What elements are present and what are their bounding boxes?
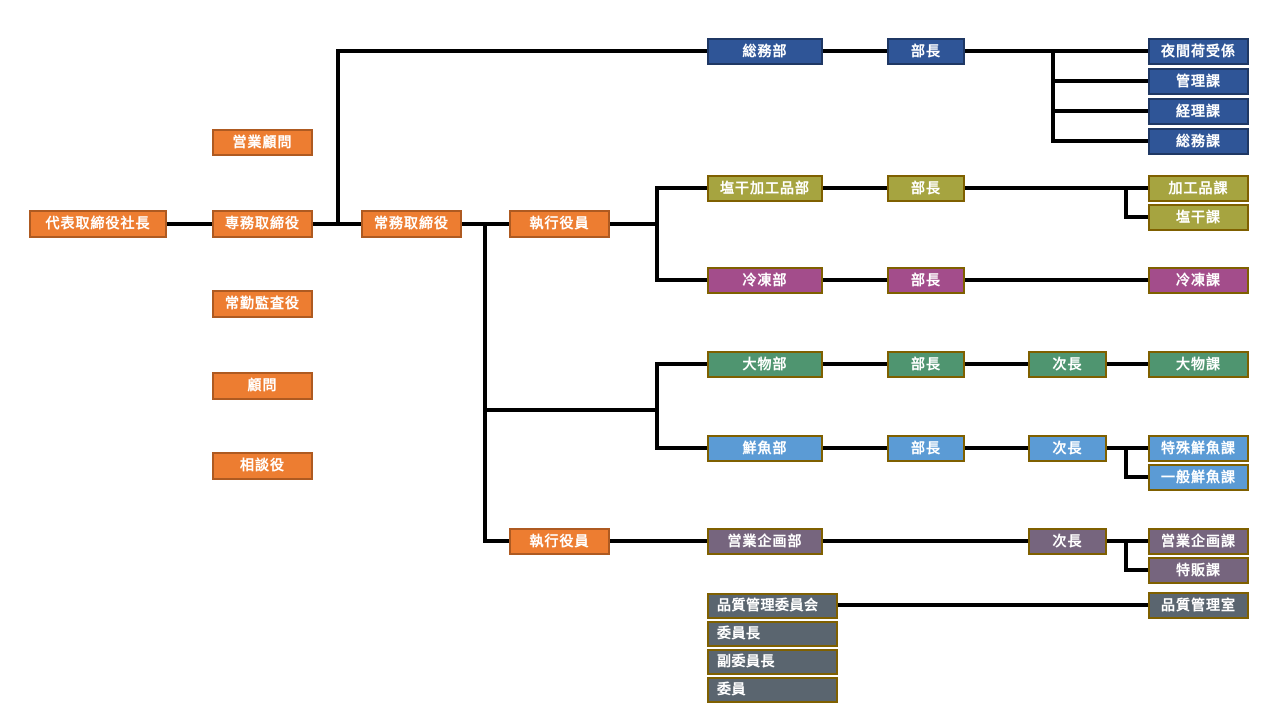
node-special-fresh-fish-section: 特殊鮮魚課: [1148, 435, 1249, 462]
node-counselor: 相談役: [212, 452, 313, 480]
connector-line: [1124, 186, 1128, 219]
connector-line: [483, 222, 487, 543]
connector-line: [1051, 79, 1148, 83]
connector-line: [965, 186, 1148, 190]
connector-line: [655, 186, 659, 282]
connector-line: [483, 539, 509, 543]
connector-line: [965, 446, 1028, 450]
connector-line: [823, 362, 887, 366]
connector-line: [655, 186, 707, 190]
connector-line: [336, 49, 707, 53]
node-large-items-dept: 大物部: [707, 351, 823, 378]
node-frozen-section: 冷凍課: [1148, 267, 1249, 294]
node-president: 代表取締役社長: [29, 210, 167, 238]
node-salted-dried-manager: 部長: [887, 175, 965, 202]
node-general-fresh-fish-section: 一般鮮魚課: [1148, 464, 1249, 491]
connector-line: [1051, 139, 1148, 143]
node-managing-director: 常務取締役: [361, 210, 462, 238]
node-special-sales-section: 特販課: [1148, 557, 1249, 584]
node-large-items-deputy: 次長: [1028, 351, 1107, 378]
connector-line: [655, 362, 707, 366]
connector-line: [1124, 539, 1128, 572]
node-night-receiving-section: 夜間荷受係: [1148, 38, 1249, 65]
node-fresh-fish-dept: 鮮魚部: [707, 435, 823, 462]
node-committee-members: 委員: [707, 677, 838, 703]
node-general-affairs-dept: 総務部: [707, 38, 823, 65]
node-fresh-fish-manager: 部長: [887, 435, 965, 462]
connector-line: [655, 362, 659, 450]
node-sales-planning-section: 営業企画課: [1148, 528, 1249, 555]
node-committee-chair: 委員長: [707, 621, 838, 647]
connector-line: [483, 408, 657, 412]
node-advisor: 顧問: [212, 372, 313, 400]
node-processed-goods-section: 加工品課: [1148, 175, 1249, 202]
connector-line: [610, 539, 707, 543]
connector-line: [823, 186, 887, 190]
node-sales-planning-dept: 営業企画部: [707, 528, 823, 555]
node-accounting-section: 経理課: [1148, 98, 1249, 125]
connector-line: [655, 446, 707, 450]
node-fresh-fish-deputy: 次長: [1028, 435, 1107, 462]
connector-line: [1124, 446, 1128, 479]
connector-line: [1051, 109, 1148, 113]
connector-line: [167, 222, 212, 226]
node-admin-section: 管理課: [1148, 68, 1249, 95]
node-large-items-section: 大物課: [1148, 351, 1249, 378]
connector-line: [1124, 475, 1148, 479]
connector-line: [965, 362, 1028, 366]
node-large-items-manager: 部長: [887, 351, 965, 378]
connector-line: [1124, 215, 1148, 219]
node-executive-officer-2: 執行役員: [509, 528, 610, 555]
node-salted-dried-section: 塩干課: [1148, 204, 1249, 231]
node-committee-vice-chair: 副委員長: [707, 649, 838, 675]
node-general-affairs-section: 総務課: [1148, 128, 1249, 155]
connector-line: [336, 49, 340, 226]
connector-line: [1051, 49, 1055, 143]
connector-line: [838, 603, 1148, 607]
node-quality-committee: 品質管理委員会: [707, 593, 838, 619]
connector-line: [655, 278, 707, 282]
node-sales-planning-deputy: 次長: [1028, 528, 1107, 555]
connector-line: [823, 539, 1028, 543]
connector-line: [610, 222, 657, 226]
node-senior-managing-director: 専務取締役: [212, 210, 313, 238]
node-sales-advisor: 営業顧問: [212, 129, 313, 156]
connector-line: [1124, 568, 1148, 572]
node-frozen-dept: 冷凍部: [707, 267, 823, 294]
node-salted-dried-dept: 塩干加工品部: [707, 175, 823, 202]
connector-line: [1107, 362, 1148, 366]
connector-line: [965, 278, 1148, 282]
connector-line: [965, 49, 1148, 53]
connector-line: [823, 446, 887, 450]
node-executive-officer-1: 執行役員: [509, 210, 610, 238]
node-standing-auditor: 常勤監査役: [212, 290, 313, 318]
node-quality-office: 品質管理室: [1148, 592, 1249, 619]
connector-line: [823, 278, 887, 282]
connector-line: [823, 49, 887, 53]
node-general-affairs-manager: 部長: [887, 38, 965, 65]
node-frozen-manager: 部長: [887, 267, 965, 294]
